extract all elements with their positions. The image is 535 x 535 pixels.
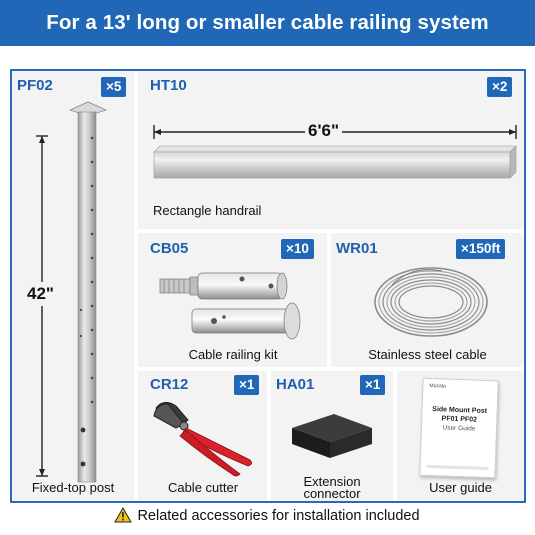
banner-title: For a 13' long or smaller cable railing … (0, 0, 535, 46)
divider-vertical-post (134, 71, 138, 501)
post-code: PF02 (17, 77, 53, 94)
connector-qty-badge: ×1 (360, 375, 386, 395)
guide-caption: User guide (429, 480, 492, 495)
warning-icon (114, 506, 133, 523)
connector-caption-line2: connector (303, 486, 361, 501)
kit-caption: Cable railing kit (188, 347, 278, 362)
handrail-qty-badge: ×2 (487, 77, 513, 97)
kit-code: CB05 (150, 240, 189, 257)
rectangle-handrail-image (153, 145, 517, 179)
post-caption: Fixed-top post (31, 480, 115, 495)
cable-code: WR01 (336, 240, 378, 257)
cable-railing-kit-image (159, 272, 301, 340)
guide-title-line3: User Guide (442, 424, 476, 433)
guide-footer-strip (426, 464, 489, 471)
handrail-caption: Rectangle handrail (153, 203, 262, 218)
divider-row3-a (267, 371, 271, 501)
extension-connector-image (292, 414, 372, 458)
divider-under-handrail (138, 229, 524, 233)
footer-text: Related accessories for installation inc… (137, 508, 420, 524)
guide-title-line2: PF01 PF02 (441, 415, 478, 424)
footer-note: Related accessories for installation inc… (0, 505, 535, 527)
cutter-caption: Cable cutter (167, 480, 239, 495)
divider-under-row2 (138, 367, 524, 371)
cable-cutter-image (153, 402, 252, 477)
guide-title-line1: Side Mount Post (432, 406, 488, 415)
cutter-code: CR12 (150, 376, 189, 393)
connector-caption-line1: Extension (303, 474, 361, 489)
cutter-qty-badge: ×1 (234, 375, 260, 395)
height-dimension-icon (36, 135, 48, 477)
cable-qty-badge: ×150ft (456, 239, 506, 259)
handrail-code: HT10 (150, 77, 187, 94)
handrail-length-label: 6'6" (305, 121, 343, 141)
guide-brand: Muzata (429, 382, 446, 390)
divider-mid-row (327, 233, 331, 367)
connector-caption: Extension connector (271, 474, 393, 501)
user-guide-booklet: Muzata Side Mount Post PF01 PF02 User Gu… (419, 377, 499, 479)
post-qty-badge: ×5 (101, 77, 127, 97)
post-height-label: 42" (27, 282, 54, 306)
fixed-top-post-image (68, 101, 108, 483)
kit-qty-badge: ×10 (281, 239, 314, 259)
divider-row3-b (393, 371, 397, 501)
stainless-steel-cable-image (374, 267, 488, 337)
connector-code: HA01 (276, 376, 315, 393)
cable-caption: Stainless steel cable (368, 347, 487, 362)
